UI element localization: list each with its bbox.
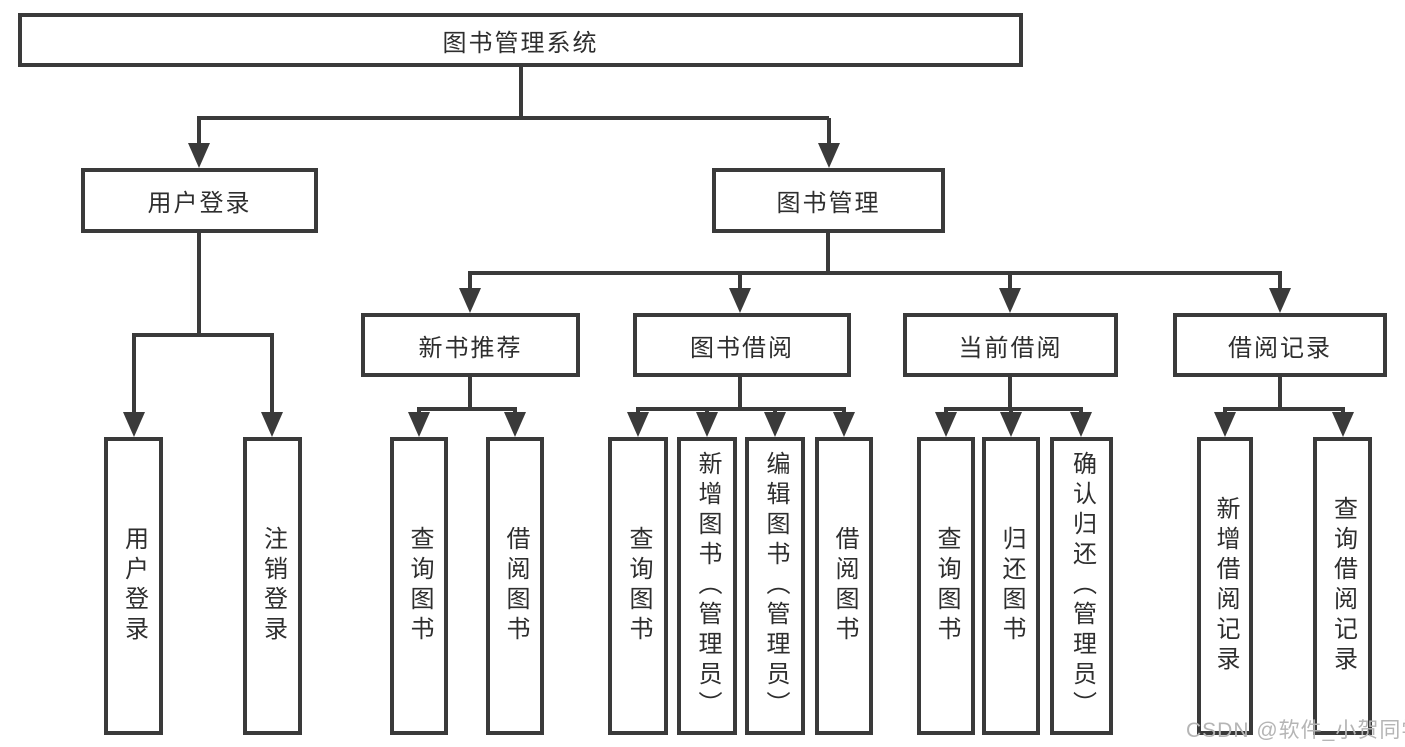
arrow-down-icon xyxy=(1070,412,1092,437)
leaf-recommend-borrow-books-label: 借阅图书 xyxy=(502,526,529,646)
leaf-user-login-label: 用户登录 xyxy=(120,526,148,646)
leaf-current-query-books: 查询图书 xyxy=(917,437,975,735)
csdn-watermark: CSDN @软件_小贺同学 xyxy=(1186,719,1405,742)
connector-lines xyxy=(132,65,1345,420)
arrow-down-icon xyxy=(833,412,855,437)
node-user-login: 用户登录 xyxy=(81,168,318,233)
node-new-book-recommend-label: 新书推荐 xyxy=(418,334,523,362)
arrow-down-icon xyxy=(188,143,210,168)
arrow-down-icon xyxy=(1332,412,1354,437)
node-current-borrow-label: 当前借阅 xyxy=(958,334,1063,362)
arrow-down-icon xyxy=(1269,288,1291,313)
node-book-borrow-label: 图书借阅 xyxy=(690,334,794,362)
node-current-borrow: 当前借阅 xyxy=(903,313,1118,377)
leaf-add-borrow-record-label: 新增借阅记录 xyxy=(1212,496,1239,676)
leaf-recommend-borrow-books: 借阅图书 xyxy=(486,437,544,735)
leaf-add-books-admin: 新增图书（管理员） xyxy=(677,437,737,735)
node-book-management: 图书管理 xyxy=(712,168,945,233)
leaf-query-borrow-record-label: 查询借阅记录 xyxy=(1329,496,1357,676)
leaf-add-books-admin-label: 新增图书（管理员） xyxy=(694,451,721,721)
arrow-down-icon xyxy=(818,143,840,168)
leaf-return-books: 归还图书 xyxy=(982,437,1040,735)
arrow-down-icon xyxy=(408,412,430,437)
leaf-logout: 注销登录 xyxy=(243,437,302,735)
node-borrow-records-label: 借阅记录 xyxy=(1228,334,1332,362)
leaf-borrow-query-books: 查询图书 xyxy=(608,437,668,735)
leaf-borrow-books: 借阅图书 xyxy=(815,437,873,735)
leaf-edit-books-admin: 编辑图书（管理员） xyxy=(745,437,805,735)
arrow-down-icon xyxy=(1214,412,1236,437)
leaf-confirm-return-admin: 确认归还（管理员） xyxy=(1050,437,1113,735)
arrow-down-icon xyxy=(627,412,649,437)
leaf-current-query-books-label: 查询图书 xyxy=(933,526,960,646)
leaf-recommend-query-books-label: 查询图书 xyxy=(406,526,433,646)
leaf-query-borrow-record: 查询借阅记录 xyxy=(1313,437,1372,735)
leaf-add-borrow-record: 新增借阅记录 xyxy=(1197,437,1253,735)
arrow-down-icon xyxy=(123,412,145,437)
arrow-down-icon xyxy=(459,288,481,313)
arrow-down-icon xyxy=(261,412,283,437)
arrow-down-icon xyxy=(504,412,526,437)
node-root-label: 图书管理系统 xyxy=(442,29,599,57)
arrow-down-icon xyxy=(729,288,751,313)
arrow-down-icon xyxy=(935,412,957,437)
arrow-down-icon xyxy=(999,288,1021,313)
node-root: 图书管理系统 xyxy=(18,13,1023,67)
leaf-return-books-label: 归还图书 xyxy=(998,526,1025,646)
arrow-down-icon xyxy=(764,412,786,437)
leaf-recommend-query-books: 查询图书 xyxy=(390,437,448,735)
arrow-down-icon xyxy=(1000,412,1022,437)
leaf-borrow-query-books-label: 查询图书 xyxy=(625,526,652,646)
node-user-login-label: 用户登录 xyxy=(147,190,252,217)
node-book-management-label: 图书管理 xyxy=(776,190,881,217)
arrow-down-icon xyxy=(696,412,718,437)
node-new-book-recommend: 新书推荐 xyxy=(361,313,580,377)
leaf-user-login: 用户登录 xyxy=(104,437,163,735)
arrowheads xyxy=(123,143,1354,437)
leaf-confirm-return-admin-label: 确认归还（管理员） xyxy=(1068,451,1096,721)
leaf-edit-books-admin-label: 编辑图书（管理员） xyxy=(762,451,789,721)
leaf-borrow-books-label: 借阅图书 xyxy=(831,526,858,646)
node-borrow-records: 借阅记录 xyxy=(1173,313,1387,377)
node-book-borrow: 图书借阅 xyxy=(633,313,851,377)
leaf-logout-label: 注销登录 xyxy=(259,526,287,646)
